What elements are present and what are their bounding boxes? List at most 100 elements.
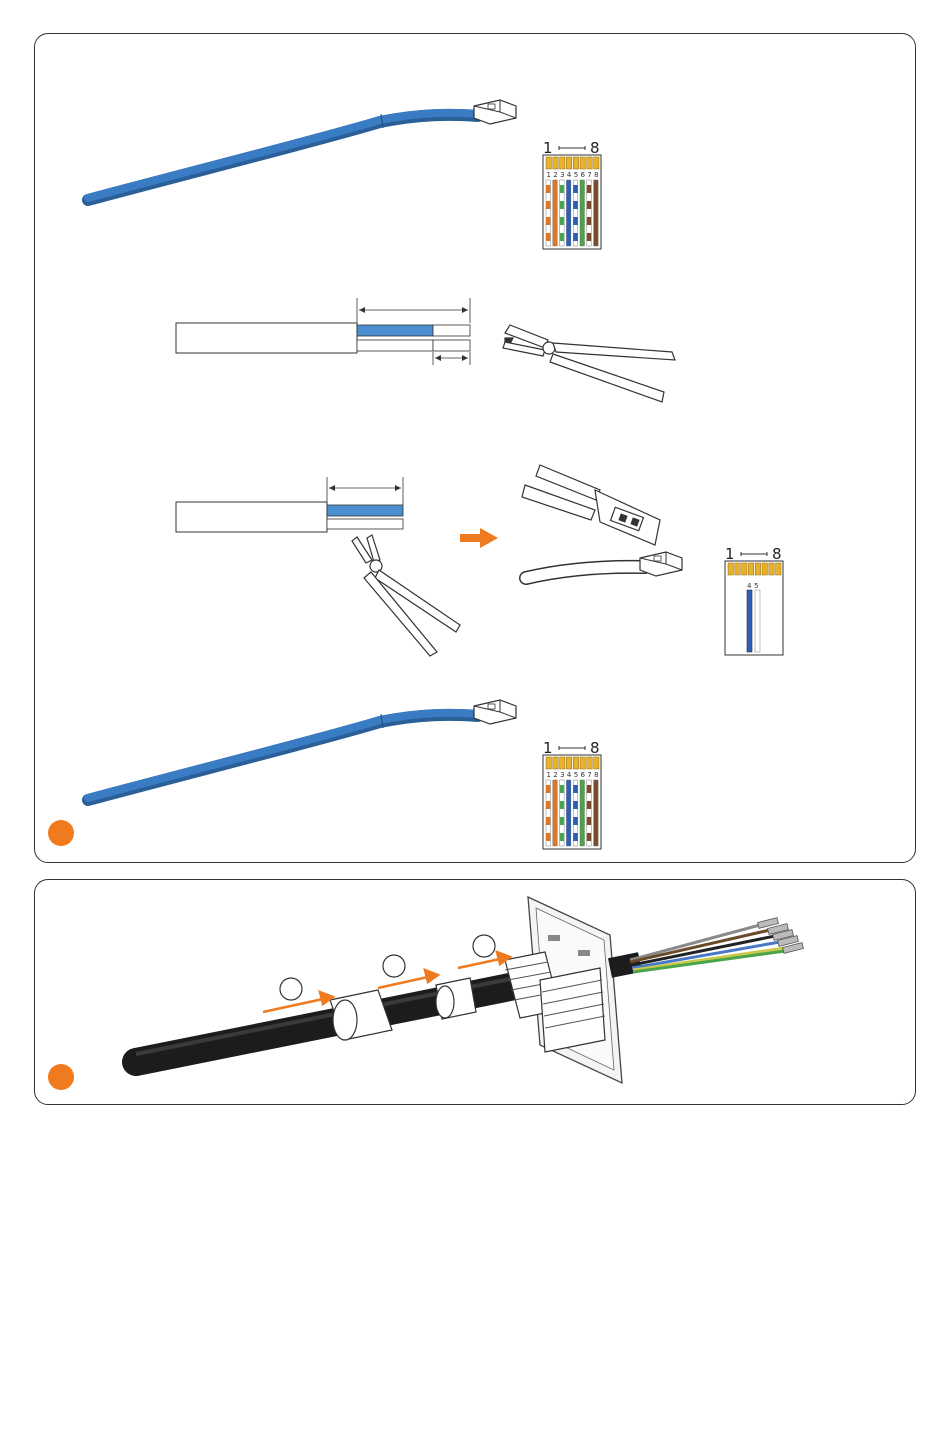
- gold-pin: [769, 563, 774, 575]
- wire-stripe-segment: [546, 233, 551, 241]
- wire-stripe-segment: [587, 233, 592, 241]
- rj45-plug-icon-bottom: [474, 700, 516, 724]
- wire-stripe-segment: [546, 201, 551, 209]
- wire-stripe-segment: [573, 785, 578, 793]
- wire-stripe-segment: [587, 801, 592, 809]
- pin-number: 2: [553, 771, 557, 779]
- wire-stripe-segment: [546, 833, 551, 841]
- gray-cable-with-plug: [526, 567, 645, 578]
- wire-stripe: [553, 780, 558, 846]
- wire-stripe-segment: [546, 817, 551, 825]
- wire-stripe-segment: [573, 817, 578, 825]
- pinout-diagram-1: 1 8 12345678: [543, 139, 601, 249]
- gold-pin: [735, 563, 740, 575]
- pin-number: 8: [594, 771, 598, 779]
- pin-number: 4: [567, 771, 572, 779]
- wire-stripe: [566, 780, 571, 846]
- wire-stripe-segment: [587, 817, 592, 825]
- cable-stripper-icon: [352, 535, 460, 656]
- rj45-plug-icon-top: [474, 100, 516, 124]
- wire-stripe-segment: [560, 817, 565, 825]
- wire-stripe-segment: [546, 801, 551, 809]
- wire-stripe: [580, 780, 585, 846]
- orange-arrow-icon: [460, 528, 498, 548]
- pin-label-1-b: 1: [543, 739, 553, 757]
- wire-stripe-segment: [560, 785, 565, 793]
- gold-pin: [553, 757, 558, 769]
- wire-stripe: [566, 180, 571, 246]
- gold-pin: [553, 157, 558, 169]
- pin-label-8-b: 8: [590, 739, 600, 757]
- wire-stripe-segment: [587, 833, 592, 841]
- pin-number: 5: [574, 171, 578, 179]
- pin-label-1: 1: [543, 139, 553, 157]
- gold-pin: [566, 157, 571, 169]
- gold-pin: [580, 757, 585, 769]
- gold-pin: [748, 563, 753, 575]
- crimping-pliers-icon: [503, 325, 675, 402]
- pin-number-4: 4: [747, 582, 752, 590]
- pin-number: 7: [587, 771, 591, 779]
- pin-number: 2: [553, 171, 557, 179]
- wire-stripe-segment: [587, 217, 592, 225]
- wire-stripe-segment: [587, 185, 592, 193]
- pin-number-5: 5: [754, 582, 758, 590]
- wire-stripe-segment: [573, 833, 578, 841]
- crimp-tool-icon: [522, 465, 660, 545]
- pin-number: 6: [581, 171, 586, 179]
- pin-number: 3: [560, 171, 564, 179]
- wire-stripe-segment: [573, 185, 578, 193]
- wire-stripe: [580, 180, 585, 246]
- wire-stripe-segment: [560, 217, 565, 225]
- gold-pin: [546, 757, 551, 769]
- blue-network-cable-top: [88, 113, 478, 200]
- gold-pin: [566, 757, 571, 769]
- wire-stripe-segment: [587, 201, 592, 209]
- gold-pin: [560, 157, 565, 169]
- pin-number: 7: [587, 171, 591, 179]
- rj45-plug-icon-mid: [640, 552, 682, 576]
- pin-number: 6: [581, 771, 586, 779]
- pin-label-8: 8: [590, 139, 600, 157]
- wire-stripe-segment: [560, 185, 565, 193]
- wire-stripe-segment: [560, 801, 565, 809]
- wire-stripe-segment: [573, 217, 578, 225]
- pin-label-8-partial: 8: [772, 545, 782, 563]
- gold-pin: [755, 563, 760, 575]
- pin-number: 5: [574, 771, 578, 779]
- wire-stripe-segment: [546, 217, 551, 225]
- pin-number: 4: [567, 171, 572, 179]
- gold-pin: [573, 757, 578, 769]
- wire-bundle: [630, 925, 785, 972]
- pin-number: 1: [547, 171, 551, 179]
- trim-diagram: [176, 477, 403, 532]
- wire-stripe: [594, 180, 599, 246]
- pin-number: 8: [594, 171, 598, 179]
- gold-pin: [587, 757, 592, 769]
- wire-stripe-segment: [546, 185, 551, 193]
- wire-stripe-segment: [573, 801, 578, 809]
- gold-pin: [580, 157, 585, 169]
- blue-network-cable-bottom: [88, 713, 478, 800]
- wire-stripe-segment: [560, 233, 565, 241]
- wire-stripe-segment: [546, 785, 551, 793]
- wire-stripe-segment: [573, 201, 578, 209]
- gold-pin: [762, 563, 767, 575]
- pin-number: 1: [547, 771, 551, 779]
- wire-stripe-segment: [560, 201, 565, 209]
- wire-stripe-segment: [573, 233, 578, 241]
- wire-stripe: [594, 780, 599, 846]
- gold-pin: [594, 757, 599, 769]
- gold-pin: [587, 157, 592, 169]
- pin-number: 3: [560, 771, 564, 779]
- strip-length-diagram: [176, 298, 470, 365]
- gold-pin: [594, 157, 599, 169]
- gold-pin: [546, 157, 551, 169]
- pinout-diagram-partial: 1 8 4 5: [725, 545, 783, 655]
- wire-stripe-segment: [560, 833, 565, 841]
- gold-pin: [573, 157, 578, 169]
- pin-label-1-partial: 1: [725, 545, 735, 563]
- wire-stripe-segment: [587, 785, 592, 793]
